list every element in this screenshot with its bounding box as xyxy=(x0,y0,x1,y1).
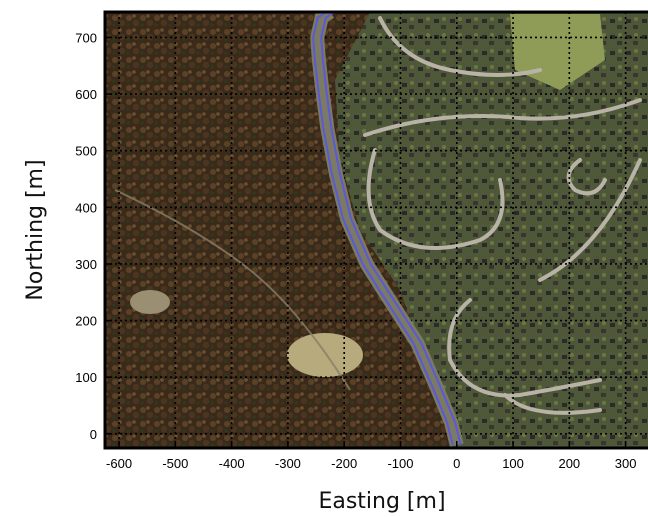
y-tick-label: 400 xyxy=(75,200,97,215)
local-roads xyxy=(363,16,642,415)
clearing xyxy=(130,290,170,314)
aerial-map xyxy=(105,12,648,448)
x-tick-label: 100 xyxy=(502,456,524,471)
y-tick-label: 600 xyxy=(75,87,97,102)
x-tick-label: -400 xyxy=(219,456,245,471)
route-line xyxy=(320,12,462,446)
plot-frame xyxy=(103,10,648,450)
x-tick-label: -100 xyxy=(387,456,413,471)
y-tick-label: 700 xyxy=(75,30,97,45)
x-tick-label: 200 xyxy=(558,456,580,471)
y-axis-ticks: 0 100 200 300 400 500 600 700 xyxy=(75,30,112,442)
x-tick-label: -600 xyxy=(106,456,132,471)
y-tick-label: 200 xyxy=(75,314,97,329)
x-tick-label: -500 xyxy=(162,456,188,471)
y-axis-title: Northing [m] xyxy=(23,159,48,300)
y-tick-label: 500 xyxy=(75,144,97,159)
clearing xyxy=(287,333,363,377)
x-axis-title: Easting [m] xyxy=(318,489,445,514)
x-tick-label: -300 xyxy=(275,456,301,471)
grid xyxy=(105,12,648,448)
x-axis-ticks: -600 -500 -400 -300 -200 -100 0 100 200 300 xyxy=(106,441,636,471)
x-tick-label: -200 xyxy=(331,456,357,471)
route-line xyxy=(312,12,454,446)
y-tick-label: 300 xyxy=(75,257,97,272)
highway-median xyxy=(310,12,464,447)
forest-trail xyxy=(114,189,351,391)
y-tick-label: 100 xyxy=(75,370,97,385)
x-tick-label: 300 xyxy=(615,456,637,471)
y-tick-label: 0 xyxy=(90,427,97,442)
x-tick-label: 0 xyxy=(453,456,460,471)
